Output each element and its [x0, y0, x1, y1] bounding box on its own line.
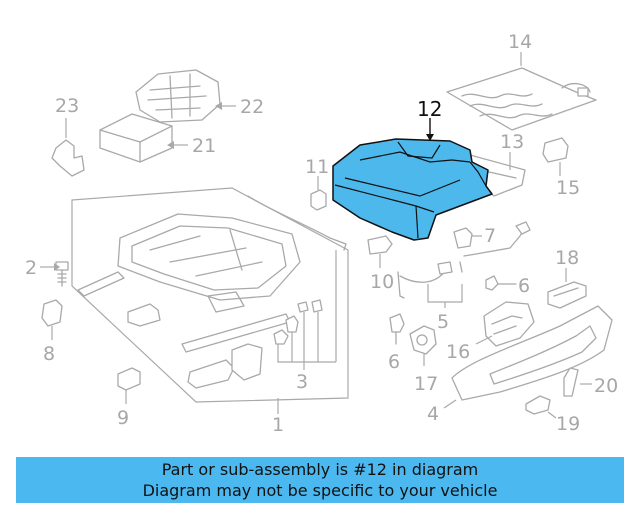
callout-11: 11	[305, 156, 329, 178]
part-10-clip: 10	[367, 235, 394, 293]
callout-3: 3	[296, 371, 308, 393]
callout-2: 2	[25, 257, 37, 279]
callout-19: 19	[556, 413, 580, 435]
part-17-motor: 17	[409, 325, 438, 395]
part-5-harness: 5	[397, 221, 531, 333]
callout-4: 4	[427, 403, 439, 425]
part-3-clips: 3	[273, 250, 337, 393]
part-12-cushion-cover: 12	[332, 97, 493, 241]
callout-12: 12	[417, 97, 442, 121]
part-23-bracket: 23	[51, 95, 85, 177]
part-16-switch-module: 16	[446, 301, 535, 363]
part-19-knob: 19	[525, 395, 580, 435]
part-18-switch: 18	[547, 247, 587, 309]
callout-21: 21	[192, 135, 216, 157]
part-14-heater-pad: 14	[446, 31, 597, 131]
callout-1: 1	[272, 414, 284, 436]
callout-17: 17	[414, 373, 438, 395]
callout-13: 13	[500, 131, 524, 153]
callout-15: 15	[556, 177, 580, 199]
callout-8: 8	[43, 343, 55, 365]
callout-18: 18	[555, 247, 579, 269]
caption-banner: Part or sub-assembly is #12 in diagram D…	[16, 457, 624, 503]
callout-6b: 6	[518, 275, 530, 297]
part-4-side-shield: 4	[427, 305, 613, 425]
part-22-module: 22	[135, 69, 264, 123]
callout-20: 20	[594, 375, 618, 397]
part-6-pin-left: 6	[388, 313, 405, 373]
part-6-screw-right: 6	[485, 275, 530, 297]
part-20-knob: 20	[563, 367, 618, 397]
callout-7: 7	[484, 225, 496, 247]
part-21-ecu: 21	[99, 113, 216, 163]
part-11-clip: 11	[305, 156, 329, 211]
callout-22: 22	[240, 96, 264, 118]
callout-6a: 6	[388, 351, 400, 373]
callout-14: 14	[508, 31, 532, 53]
part-1-seat-frame: 1	[71, 187, 349, 436]
callout-9: 9	[117, 407, 129, 429]
callout-23: 23	[55, 95, 79, 117]
callout-10: 10	[370, 271, 394, 293]
callout-16: 16	[446, 341, 470, 363]
caption-line-1: Part or sub-assembly is #12 in diagram	[161, 460, 479, 479]
part-8-clip: 8	[41, 299, 63, 365]
callout-5: 5	[437, 311, 449, 333]
part-2-bolt: 2	[25, 257, 69, 287]
caption-line-2: Diagram may not be specific to your vehi…	[142, 481, 498, 500]
part-9-block: 9	[117, 367, 141, 429]
part-7-clip: 7	[453, 225, 496, 249]
part-15-switch: 15	[542, 137, 580, 199]
